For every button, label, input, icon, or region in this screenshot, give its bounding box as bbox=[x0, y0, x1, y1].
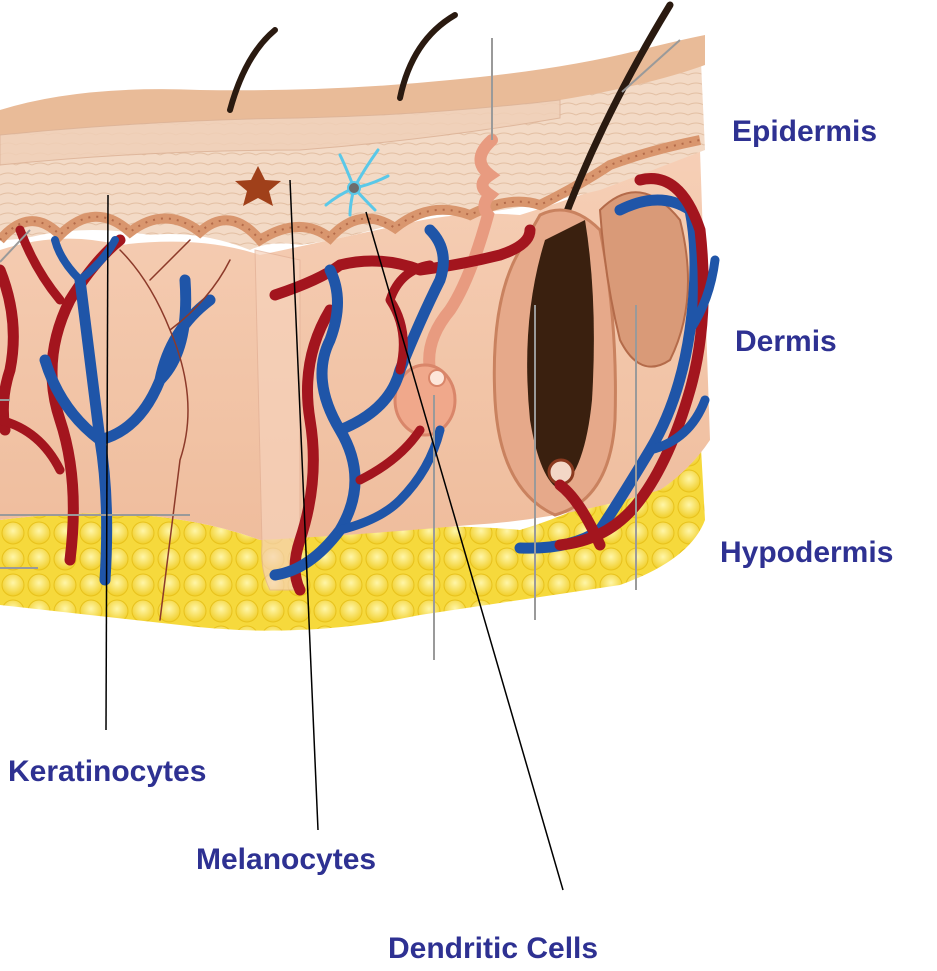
dendritic-cell-body bbox=[348, 182, 360, 194]
melanocytes-label: Melanocytes bbox=[196, 845, 376, 875]
hypodermis-label: Hypodermis bbox=[720, 538, 893, 568]
dermis-section-side bbox=[255, 250, 300, 590]
sweat-gland-lumen bbox=[429, 370, 445, 386]
dendritic-cells-label: Dendritic Cells bbox=[388, 934, 598, 964]
epidermis-label: Epidermis bbox=[732, 117, 877, 147]
dermis-label: Dermis bbox=[735, 327, 837, 357]
keratinocytes-label: Keratinocytes bbox=[8, 757, 206, 787]
